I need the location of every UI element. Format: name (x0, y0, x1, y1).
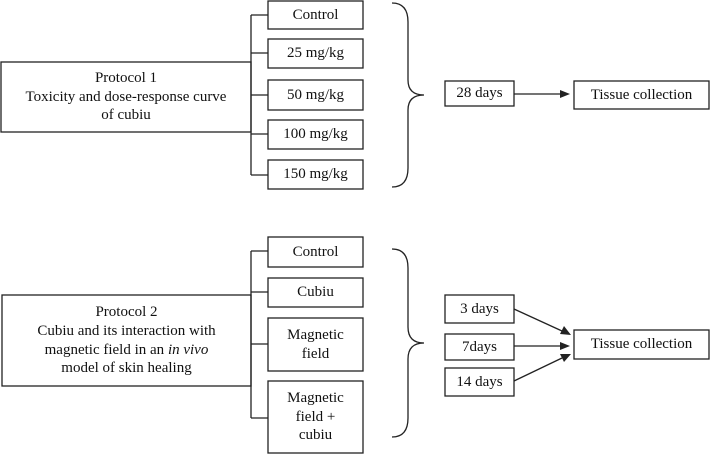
p1-group-box-control (267, 0, 364, 30)
p2-arrow-14 (513, 357, 563, 382)
protocol2-title: Protocol 2 (95, 304, 158, 320)
p1-group-box-25 (267, 38, 364, 69)
p1-arrowhead (560, 90, 570, 98)
p1-group-100: 100 mg/kg (283, 126, 348, 143)
protocol2-brace (391, 248, 425, 438)
p2-group-box-control (267, 236, 364, 268)
p2-duration-3: 3 days (460, 300, 499, 317)
protocol1-desc-line1: Toxicity and dose-response curve (25, 88, 227, 105)
protocol2-in-vivo: in vivo (167, 341, 209, 358)
p2-duration-7: 7days (462, 338, 497, 355)
protocol1-label: Protocol 1 Toxicity and dose-response cu… (2, 63, 250, 131)
p2-arrow-3 (513, 308, 563, 332)
p1-group-box-100 (267, 119, 364, 150)
p1-duration: 28 days (456, 85, 503, 102)
protocol2-desc-line2-text: magnetic field in an (44, 341, 168, 358)
p2-arrowhead-14 (560, 354, 571, 362)
p1-group-50: 50 mg/kg (286, 86, 345, 103)
p1-group-box-50 (267, 79, 364, 111)
protocol2-desc-line1: Cubiu and its interaction with (37, 322, 216, 339)
p2-arrowhead-7 (560, 342, 570, 350)
p2-duration-box-14 (444, 367, 515, 397)
protocol1-brace (391, 2, 425, 188)
p1-group-control: Control (292, 6, 339, 23)
protocol2-label: Protocol 2 Cubiu and its interaction wit… (3, 296, 250, 385)
p2-group-magnetic-line1: Magnetic (287, 326, 344, 343)
p2-outcome-box (573, 329, 710, 360)
p2-arrowhead-3 (560, 326, 571, 335)
p2-group-magnetic-cubiu: Magnetic field + cubiu (269, 382, 362, 452)
p2-group-magnetic-cubiu-line2: field + (295, 408, 336, 425)
p2-duration-box-7 (444, 333, 515, 361)
p1-group-150: 150 mg/kg (283, 166, 348, 183)
protocol1-desc-line2: of cubiu (101, 107, 151, 124)
p2-group-box-magnetic (267, 317, 364, 372)
p1-outcome: Tissue collection (590, 86, 693, 103)
p2-group-magnetic-cubiu-line1: Magnetic (287, 389, 344, 406)
p1-outcome-box (573, 80, 710, 110)
p2-group-box-cubiu (267, 277, 364, 308)
p2-group-magnetic: Magnetic field (269, 319, 362, 370)
p2-outcome: Tissue collection (590, 336, 693, 353)
p2-group-magnetic-cubiu-line3: cubiu (298, 427, 333, 444)
p1-group-25: 25 mg/kg (286, 45, 345, 62)
protocol1-title: Protocol 1 (94, 69, 158, 86)
p1-group-box-150 (267, 159, 364, 190)
p2-group-box-magnetic-cubiu (267, 380, 364, 454)
protocol2-desc-line3: model of skin healing (61, 360, 192, 377)
p2-group-cubiu: Cubiu (297, 284, 334, 301)
protocol2-desc-line2: magnetic field in an in vivo (37, 341, 215, 360)
p2-group-control: Control (292, 243, 339, 260)
p2-group-magnetic-line2: field (301, 345, 330, 362)
p2-duration-14: 14 days (456, 373, 503, 390)
